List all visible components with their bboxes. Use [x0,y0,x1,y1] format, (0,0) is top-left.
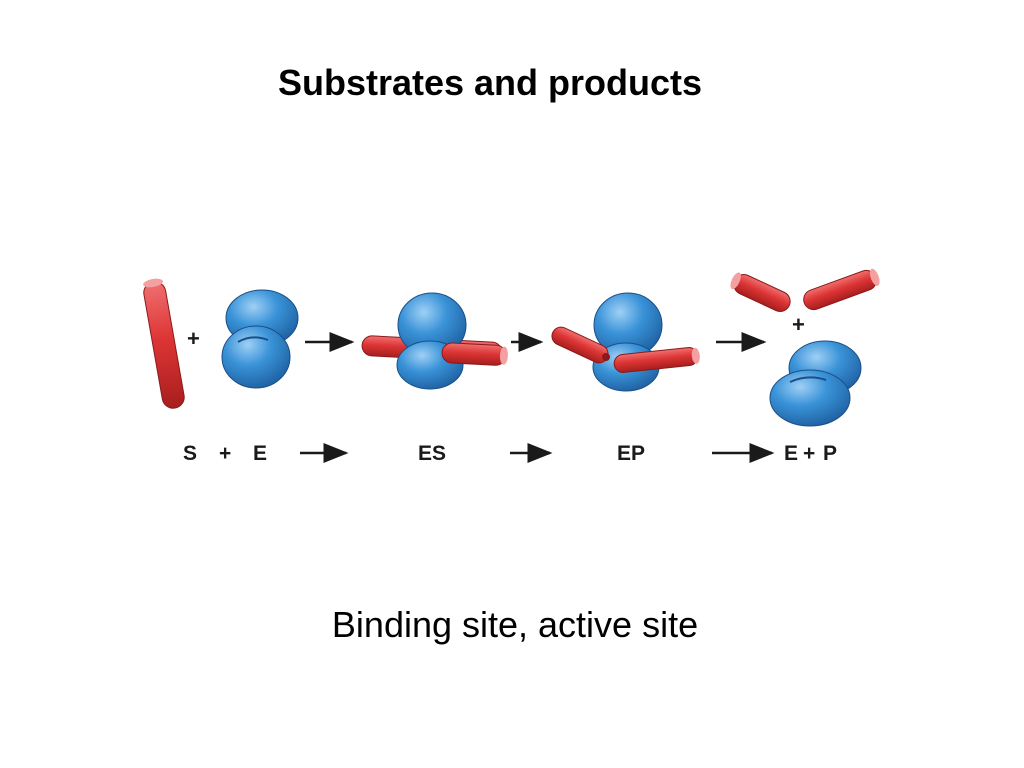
picture-plus-1: + [187,326,200,351]
label-e-product: E [784,442,798,465]
label-plus-2: + [803,442,815,465]
substrate-rod-s [143,278,185,409]
label-plus-1: + [219,442,231,465]
label-es: ES [418,442,446,465]
enzyme-e [221,289,299,389]
product-rod-2 [803,268,880,311]
es-complex [361,292,508,390]
label-e: E [253,442,267,465]
product-rod-1 [730,272,791,312]
slide-subtitle: Binding site, active site [331,604,699,645]
free-enzyme [769,340,862,427]
ep-complex [551,292,700,392]
label-s: S [183,442,197,465]
label-p: P [823,442,837,465]
slide-title: Substrates and products [277,62,703,103]
label-ep: EP [617,442,645,465]
picture-plus-2: + [792,312,805,337]
